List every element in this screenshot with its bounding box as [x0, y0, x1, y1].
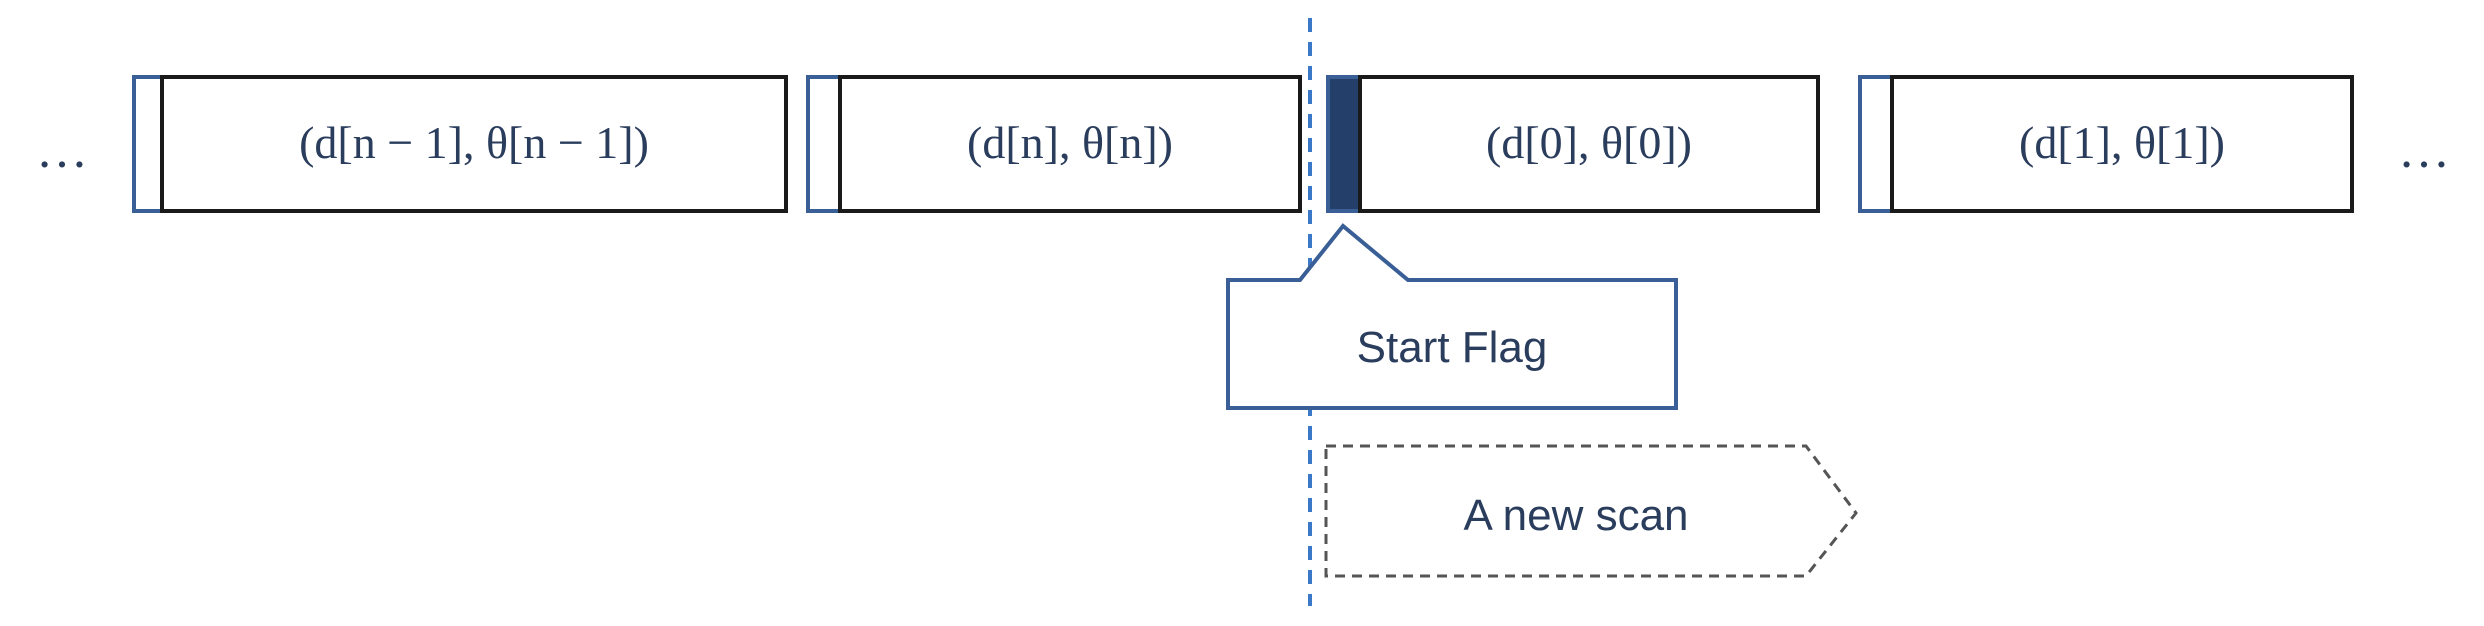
start-flag-callout: Start Flag [1226, 223, 1678, 410]
arrow-shape [1324, 444, 1858, 578]
packet-label: (d[n], θ[n]) [967, 117, 1173, 168]
packet-label: (d[n − 1], θ[n − 1]) [299, 117, 649, 168]
ellipsis-right: … [2398, 122, 2450, 179]
packet-flag-bit [1858, 75, 1894, 213]
callout-shape [1226, 223, 1678, 410]
packet-data-box [1890, 75, 2354, 213]
packet-n: (d[n], θ[n]) [806, 75, 1302, 213]
arrow-label: A new scan [1463, 491, 1688, 540]
packet-data-box [160, 75, 788, 213]
packet-n-minus-1: (d[n − 1], θ[n − 1]) [132, 75, 788, 213]
packet-label: (d[1], θ[1]) [2019, 117, 2225, 168]
packet-flag-bit-filled [1326, 75, 1362, 213]
packet-1: (d[1], θ[1]) [1858, 75, 2354, 213]
packet-label: (d[0], θ[0]) [1486, 117, 1692, 168]
callout-label: Start Flag [1357, 323, 1548, 372]
packet-0: (d[0], θ[0]) [1326, 75, 1820, 213]
packet-data-box [1358, 75, 1820, 213]
packet-data-box [838, 75, 1302, 213]
packet-flag-bit [806, 75, 842, 213]
new-scan-arrow: A new scan [1324, 444, 1858, 578]
ellipsis-left: … [36, 122, 88, 179]
packet-flag-bit [132, 75, 164, 213]
